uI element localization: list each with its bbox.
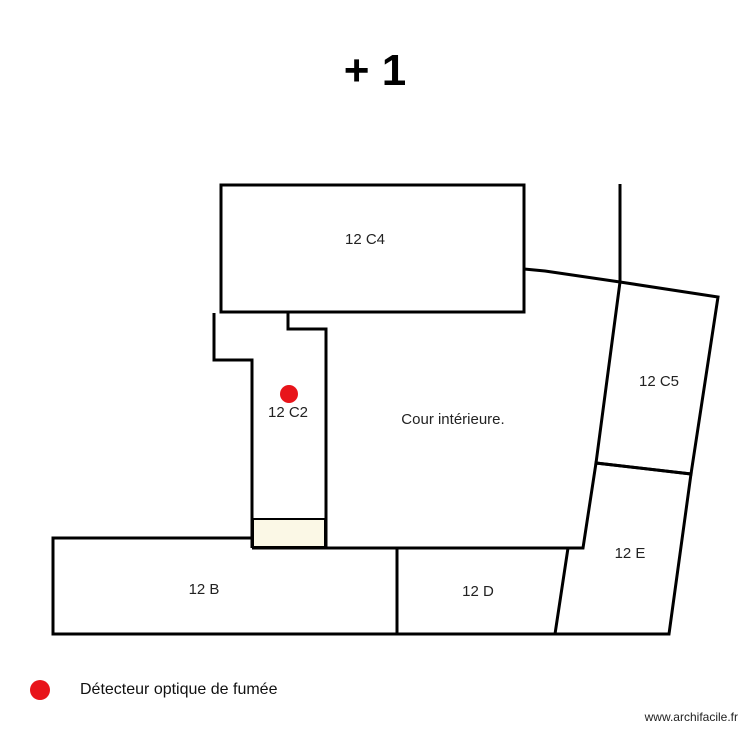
highlight-zone <box>252 518 326 548</box>
legend: Détecteur optique de fumée <box>30 678 277 702</box>
label-12b: 12 B <box>189 581 220 598</box>
legend-label: Détecteur optique de fumée <box>80 681 278 698</box>
label-cour: Cour intérieure. <box>401 411 504 428</box>
wall-c2-left <box>212 313 254 548</box>
smoke-detector-legend-icon <box>30 680 50 700</box>
smoke-detector-icon[interactable] <box>280 385 298 403</box>
watermark: www.archifacile.fr <box>644 710 738 724</box>
room-12c4[interactable] <box>219 183 526 314</box>
label-12c5: 12 C5 <box>639 373 679 390</box>
room-12b[interactable] <box>51 536 555 636</box>
label-12c4: 12 C4 <box>345 231 385 248</box>
wall-c4-c5 <box>523 267 621 284</box>
floor-title: + 1 <box>343 46 407 95</box>
label-12c2: 12 C2 <box>268 404 308 421</box>
label-12d: 12 D <box>462 583 494 600</box>
label-12e: 12 E <box>615 545 646 562</box>
wall-c2-right <box>286 313 328 548</box>
